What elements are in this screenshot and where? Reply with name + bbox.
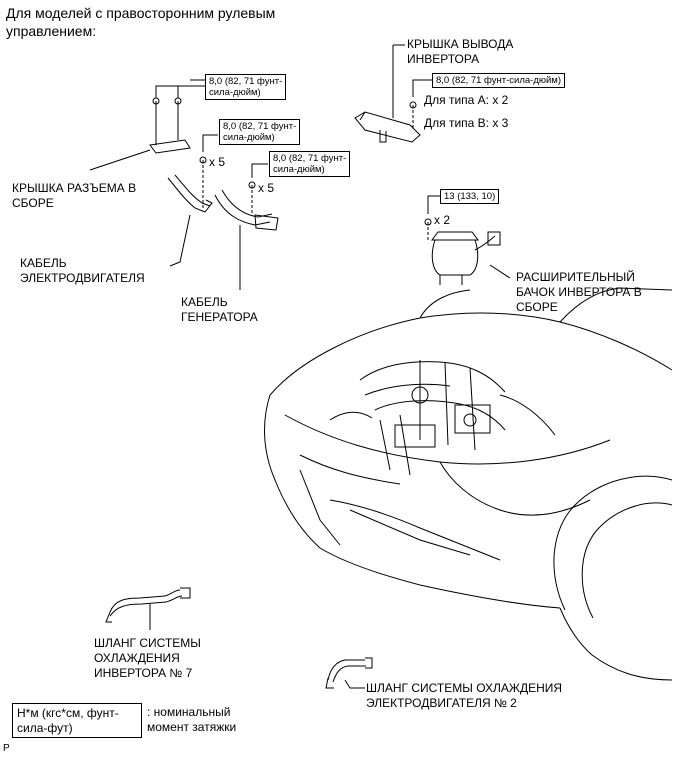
torque-box-line: 8,0 (82, 71 фунт- <box>223 121 297 132</box>
hose-7-part <box>105 587 191 630</box>
page-title: Для моделей с правосторонним рулевым <box>6 5 276 21</box>
qty-generator-cable: x 5 <box>258 181 275 195</box>
qty-reservoir: x 2 <box>434 213 451 227</box>
torque-box-motor-cable: 8,0 (82, 71 фунт- сила-дюйм) <box>219 119 301 145</box>
terminal-cover-part <box>354 44 432 143</box>
reservoir-part <box>424 195 511 285</box>
engine-bay-detail <box>329 360 556 476</box>
label-generator-cable: КАБЕЛЬ ГЕНЕРАТОРА <box>181 295 258 325</box>
legend-unit-line: сила-фут) <box>17 721 73 735</box>
label-line: КАБЕЛЬ <box>181 295 228 309</box>
torque-box-connector-cover: 8,0 (82, 71 фунт- сила-дюйм) <box>205 74 287 100</box>
torque-box-reservoir: 13 (133, 10) <box>440 189 500 204</box>
torque-box-line: сила-дюйм) <box>273 164 325 175</box>
legend-desc-line: момент затяжки <box>147 720 237 734</box>
label-line: СБОРЕ <box>516 300 558 314</box>
generator-cable-part <box>214 163 279 290</box>
label-line: КРЫШКА ВЫВОДА <box>407 37 514 51</box>
label-line: ОХЛАЖДЕНИЯ <box>94 651 180 665</box>
legend-box: Н*м (кгс*см, фунт- сила-фут) <box>12 703 142 738</box>
label-hose-2: ШЛАНГ СИСТЕМЫ ОХЛАЖДЕНИЯ ЭЛЕКТРОДВИГАТЕЛ… <box>366 681 562 711</box>
label-line: ШЛАНГ СИСТЕМЫ <box>94 636 201 650</box>
vehicle-front-outline <box>264 287 673 681</box>
torque-box-line: сила-дюйм) <box>223 132 275 143</box>
label-hose-7: ШЛАНГ СИСТЕМЫ ОХЛАЖДЕНИЯ ИНВЕРТОРА № 7 <box>94 636 201 681</box>
label-line: ШЛАНГ СИСТЕМЫ ОХЛАЖДЕНИЯ <box>366 681 563 695</box>
qty-type-a: Для типа A: x 2 <box>424 93 509 107</box>
torque-box-line: сила-дюйм) <box>209 87 261 98</box>
qty-motor-cable: x 5 <box>209 155 226 169</box>
label-connector-cover: КРЫШКА РАЗЪЕМА В СБОРЕ <box>12 181 136 211</box>
label-line: БАЧОК ИНВЕРТОРА В <box>516 285 642 299</box>
label-line: СБОРЕ <box>12 196 54 210</box>
label-line: ИНВЕРТОРА № 7 <box>94 666 193 680</box>
label-reservoir: РАСШИРИТЕЛЬНЫЙ БАЧОК ИНВЕРТОРА В СБОРЕ <box>516 270 642 315</box>
motor-cable-part <box>167 134 218 267</box>
label-line: КРЫШКА РАЗЪЕМА В <box>12 181 137 195</box>
connector-cover-part <box>89 79 205 171</box>
torque-box-line: 8,0 (82, 71 фунт- <box>209 76 283 87</box>
label-line: РАСШИРИТЕЛЬНЫЙ <box>516 270 635 284</box>
label-motor-cable: КАБЕЛЬ ЭЛЕКТРОДВИГАТЕЛЯ <box>20 256 145 286</box>
label-line: ЭЛЕКТРОДВИГАТЕЛЯ № 2 <box>366 696 517 710</box>
corner-mark: P <box>3 743 10 754</box>
label-terminal-cover: КРЫШКА ВЫВОДА ИНВЕРТОРА <box>407 37 513 67</box>
legend-description: : номинальный момент затяжки <box>147 705 236 735</box>
torque-box-generator-cable: 8,0 (82, 71 фунт- сила-дюйм) <box>269 151 351 177</box>
legend-desc-line: : номинальный <box>147 705 231 719</box>
label-line: ЭЛЕКТРОДВИГАТЕЛЯ <box>20 271 145 285</box>
torque-box-terminal-cover: 8,0 (82, 71 фунт-сила-дюйм) <box>432 73 565 88</box>
label-line: КАБЕЛЬ <box>20 256 67 270</box>
torque-box-line: 8,0 (82, 71 фунт- <box>273 153 347 164</box>
legend-unit-line: Н*м (кгс*см, фунт- <box>17 706 119 720</box>
hose-2-part <box>325 657 373 689</box>
page-title-line2: управлением: <box>6 23 97 39</box>
label-line: ГЕНЕРАТОРА <box>181 310 258 324</box>
qty-type-b: Для типа B: x 3 <box>424 116 509 130</box>
label-line: ИНВЕРТОРА <box>407 52 480 66</box>
